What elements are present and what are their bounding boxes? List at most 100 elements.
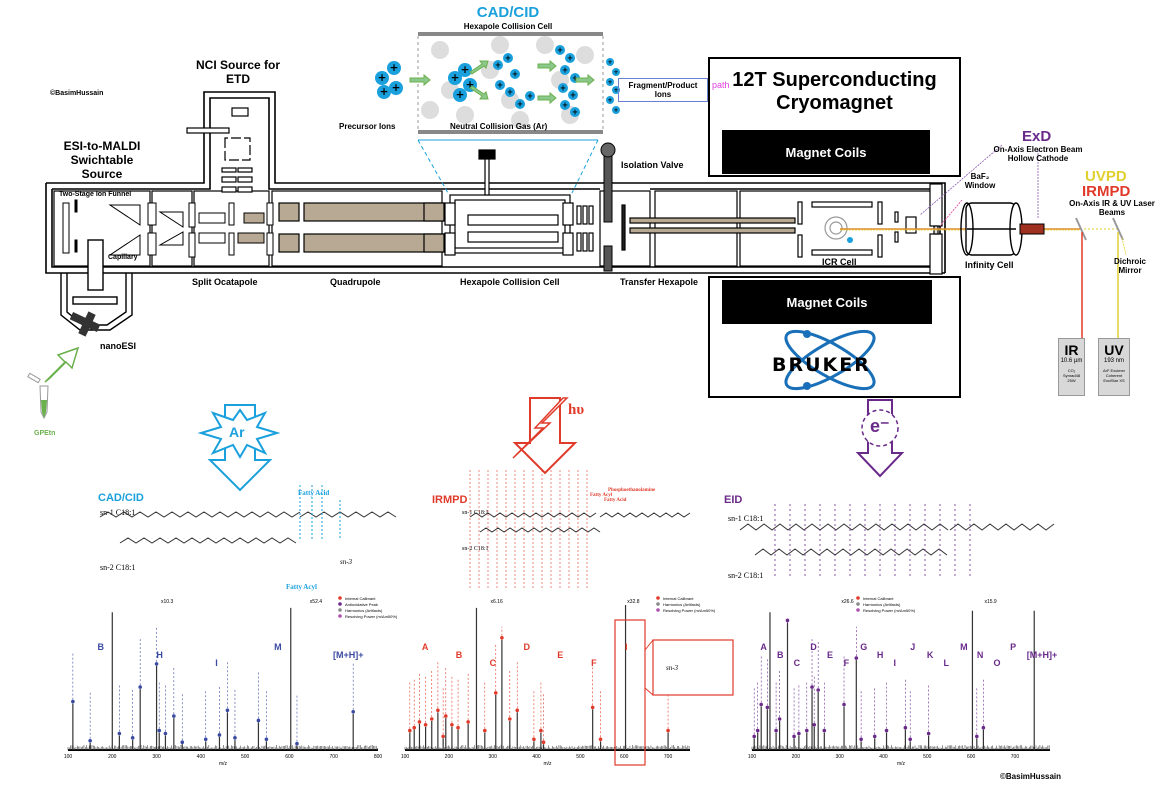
spectrum-legend: Internal CalibrantHarmonics (Artifacts)R… [656, 596, 716, 613]
plus-sign: + [512, 69, 518, 78]
x-tick-label: 300 [835, 754, 844, 760]
fragment-label: K [927, 650, 934, 660]
plus-sign: + [567, 53, 573, 62]
magnet-coils-top: Magnet Coils [722, 130, 930, 174]
fragment-label: D [523, 642, 530, 652]
fragment-label: P [1010, 642, 1016, 652]
peak-marker [885, 729, 889, 733]
eid-sn2-chain [755, 549, 947, 555]
electron-label: e⁻ [870, 416, 890, 437]
peak-marker [218, 733, 222, 737]
collision-gas-label: Neutral Collision Gas (Ar) [450, 122, 547, 131]
scale-annotation: x15.9 [984, 599, 996, 605]
fragment-label: H [877, 650, 884, 660]
gas-particle [576, 46, 594, 64]
fragment-label: B [777, 650, 784, 660]
x-tick-label: 500 [241, 754, 250, 760]
peak-marker [756, 729, 760, 733]
gas-particle [536, 36, 554, 54]
precursor-ions-label: Precursor Ions [339, 122, 395, 131]
fragment-label: I [215, 658, 218, 668]
source-label: ESI-to-MALDI Swichtable Source [52, 139, 152, 181]
legend-entry: Harmonics (Artifacts) [345, 608, 383, 613]
fragment-label: H [156, 650, 163, 660]
plus-sign: + [505, 53, 511, 62]
peak-marker [873, 735, 877, 739]
plus-sign: + [456, 89, 465, 101]
x-axis-label: m/z [543, 761, 552, 767]
peak-marker [180, 740, 184, 744]
exd-title: ExD [1022, 128, 1051, 145]
peak-marker [542, 740, 546, 744]
peak-marker [164, 732, 168, 736]
green-arrow-icon [45, 348, 78, 382]
peak-marker [508, 717, 512, 721]
plus-sign: + [607, 59, 612, 66]
legend-entry: Resolving Power (m/Δm50%) [663, 608, 716, 613]
plus-sign: + [557, 45, 563, 54]
capillary-label: Capillary [108, 254, 138, 261]
peak-marker [759, 703, 763, 707]
copyright-bottom: ©BasimHussain [1000, 772, 1061, 781]
peak-marker [88, 739, 92, 743]
dichroic-mirror-label: Dichroic Mirror [1110, 257, 1150, 275]
irmpd-inset: sn-3 [615, 620, 733, 765]
gas-particle [421, 101, 439, 119]
fragment-label: A [760, 642, 767, 652]
peak-marker [591, 706, 595, 710]
plus-sign: + [607, 97, 612, 104]
peak-marker [778, 717, 782, 721]
hv-label: hυ [568, 402, 584, 419]
legend-marker [856, 596, 860, 600]
fragment-ions-label: Fragment/Product Ions [618, 78, 708, 102]
eid-headgroup [950, 524, 1054, 530]
peak-marker [444, 714, 448, 718]
peak-marker [157, 729, 161, 733]
eid-spectrum: 100200300400500600700m/zABCDEFGHIJKLMNOP… [748, 599, 1057, 767]
nanoesi-label: nanoESI [100, 341, 136, 351]
peak-marker [982, 726, 986, 730]
irmpd-sn2-chain [480, 528, 600, 532]
x-tick-label: 400 [879, 754, 888, 760]
plus-sign: + [613, 69, 618, 76]
bruker-logo: BRUKER [772, 354, 871, 376]
fragment-label: E [557, 650, 563, 660]
plus-sign: + [572, 107, 578, 116]
peak-marker [766, 706, 770, 710]
peak-marker [599, 738, 603, 742]
nci-source-label: NCI Source for ETD [183, 58, 293, 86]
x-axis-label: m/z [219, 761, 228, 767]
peak-marker [927, 732, 931, 736]
spectrum-legend: Internal CalibrantHarmonics (Artifacts)R… [856, 596, 916, 613]
scale-annotation: x52.4 [310, 599, 322, 605]
plus-sign: + [560, 83, 566, 92]
legend-entry: Internal Calibrant [345, 596, 376, 601]
exd-description: On-Axis Electron Beam Hollow Cathode [978, 145, 1098, 163]
infinity-cell [961, 203, 1022, 255]
x-tick-label: 600 [285, 754, 294, 760]
fragment-label: M [960, 642, 968, 652]
fragment-label: I [894, 658, 897, 668]
eid-sn1-chain [740, 524, 948, 530]
plus-sign: + [378, 72, 387, 84]
legend-marker [338, 602, 342, 606]
scale-annotation: x32.8 [627, 599, 639, 605]
x-axis-label: m/z [897, 761, 906, 767]
irmpd-spectrum: 100200300400500600700m/zABCDEFIKx6.16x32… [401, 599, 690, 767]
peak-marker [855, 656, 859, 660]
peak-marker [118, 732, 122, 736]
peak-marker [155, 662, 159, 666]
icr-cell-label: ICR Cell [822, 257, 857, 267]
x-tick-label: 500 [923, 754, 932, 760]
legend-marker [338, 608, 342, 612]
peak-marker [295, 742, 299, 746]
plus-sign: + [392, 82, 401, 94]
plus-sign: + [507, 87, 513, 96]
x-tick-label: 500 [576, 754, 585, 760]
plus-sign: + [607, 79, 612, 86]
cryomagnet-title: 12T Superconducting Cryomagnet [710, 69, 959, 115]
peak-marker [532, 738, 536, 742]
peak-marker [408, 729, 412, 733]
uv-laser-box: UV 193 nm ArF Excimer Coherent ExciStar … [1098, 338, 1130, 396]
peak-marker [752, 735, 756, 739]
